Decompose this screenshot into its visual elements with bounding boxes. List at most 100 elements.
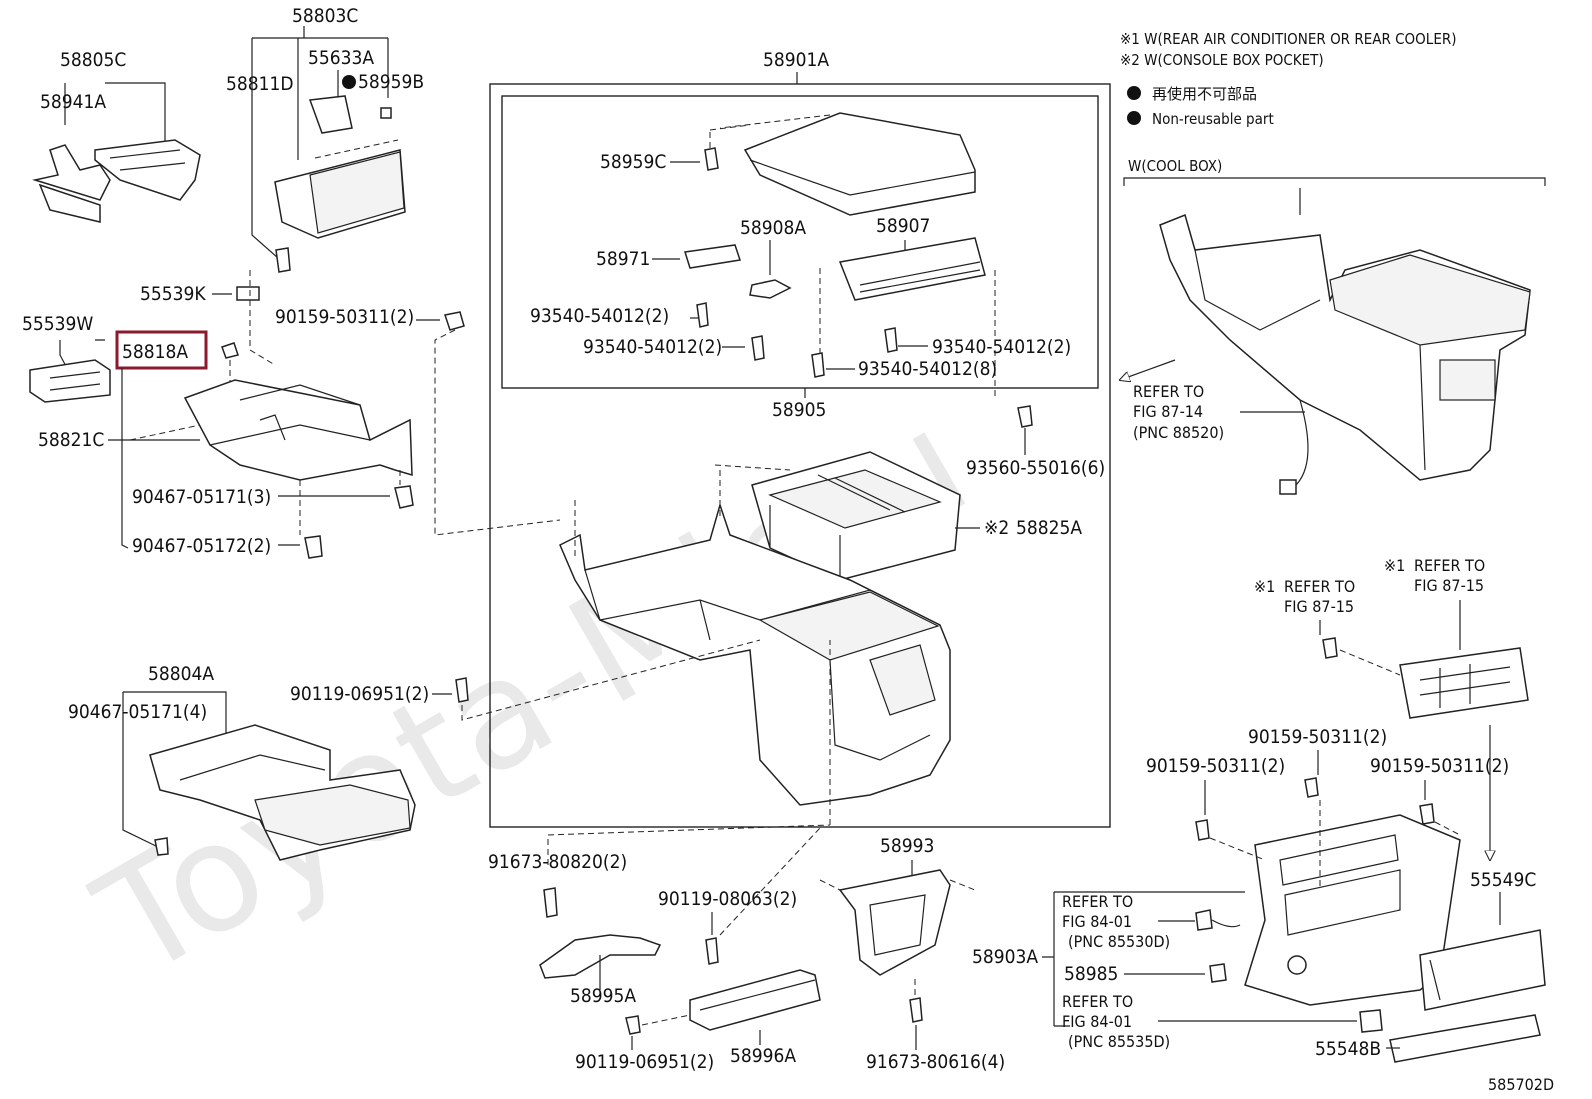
bolt-90119-06951-b-drawing <box>625 1015 641 1035</box>
pocket-55549C-drawing <box>1419 929 1546 1011</box>
bolt-90119-08063-drawing <box>705 937 719 965</box>
screw-93560-drawing <box>1017 405 1033 428</box>
ref-84-01b-line1: REFER TO <box>1062 992 1133 1011</box>
part-55539K: 55539K <box>140 283 206 305</box>
part-90159-50311-c: 90159-50311(2) <box>1146 755 1285 777</box>
part-90467-05171-3: 90467-05171(3) <box>132 486 271 508</box>
bracket-58996A-drawing <box>689 969 821 1031</box>
part-90159-50311-a: 90159-50311(2) <box>275 306 414 328</box>
clip-55539K-drawing <box>236 286 260 301</box>
screw-90159-drawing <box>444 311 465 331</box>
cupholder-58803C-drawing <box>274 95 406 273</box>
part-58825A: 58825A <box>1016 517 1082 539</box>
screw-93540-8-drawing <box>811 352 825 378</box>
ref-84-01a-line1: REFER TO <box>1062 892 1133 911</box>
part-58804A: 58804A <box>148 663 214 685</box>
panel-58805C-drawing <box>94 139 201 201</box>
ref-87-15b-mark: ※1 <box>1384 556 1405 575</box>
screw-90159-d-drawing <box>1419 803 1435 825</box>
switch-55539W-drawing <box>29 359 111 403</box>
part-58821C: 58821C <box>38 429 104 451</box>
ref-84-01b-line2: FIG 84-01 <box>1062 1012 1132 1031</box>
note-console-pocket: ※2 W(CONSOLE BOX POCKET) <box>1120 51 1324 69</box>
part-93540-c: 93540-54012(2) <box>932 336 1071 358</box>
part-93560: 93560-55016(6) <box>966 457 1105 479</box>
hinge-58907-drawing <box>819 237 996 400</box>
part-58941A: 58941A <box>40 91 106 113</box>
part-58959B: 58959B <box>358 71 424 93</box>
part-55539W: 55539W <box>22 313 93 335</box>
ref-87-15b-line2: FIG 87-15 <box>1414 576 1484 595</box>
console-body-drawing <box>559 470 951 806</box>
socket-85535D-drawing <box>1359 1009 1383 1033</box>
part-93540-8: 93540-54012(8) <box>858 358 997 380</box>
ref-87-14-line2: FIG 87-14 <box>1133 402 1203 421</box>
lid-subassembly-frame-58905 <box>501 95 1099 389</box>
part-58971: 58971 <box>596 248 650 270</box>
bracket-58821C-drawing <box>183 379 413 481</box>
pocket-58825A-drawing <box>751 451 961 581</box>
part-93540-a: 93540-54012(2) <box>530 305 669 327</box>
cool-box-label: W(COOL BOX) <box>1128 157 1222 175</box>
screw-90119-06951-a-drawing <box>455 677 469 703</box>
ref-84-01a-line3: (PNC 85530D) <box>1068 932 1170 951</box>
part-55548B: 55548B <box>1315 1038 1381 1060</box>
part-90467-05172-2: 90467-05172(2) <box>132 535 271 557</box>
clip-58985-drawing <box>1209 963 1227 983</box>
legend-jp: 再使用不可部品 <box>1152 85 1257 103</box>
part-90119-08063: 90119-08063(2) <box>658 888 797 910</box>
legend-en: Non-reusable part <box>1152 110 1274 128</box>
part-90467-05171-4: 90467-05171(4) <box>68 701 207 723</box>
non-reusable-dot-icon <box>342 75 356 89</box>
screw-93540-c-drawing <box>884 327 898 353</box>
ref-84-01b-line3: (PNC 85535D) <box>1068 1032 1170 1051</box>
screw-93540-b-drawing <box>751 335 765 361</box>
tray-58941A-drawing <box>32 144 111 223</box>
non-reusable-dot-icon <box>1127 86 1141 100</box>
part-90159-50311-b: 90159-50311(2) <box>1248 726 1387 748</box>
cool-box-console-drawing <box>1159 188 1531 495</box>
ref-87-14-line1: REFER TO <box>1133 382 1204 401</box>
part-58995A: 58995A <box>570 985 636 1007</box>
ref-87-14-line3: (PNC 88520) <box>1133 423 1224 442</box>
part-58818A: 58818A <box>122 341 188 363</box>
part-58908A: 58908A <box>740 217 806 239</box>
ref-87-15a-mark: ※1 <box>1254 577 1275 596</box>
clip-90467-05172-drawing <box>304 535 323 559</box>
part-90159-50311-d: 90159-50311(2) <box>1370 755 1509 777</box>
part-58907: 58907 <box>876 215 930 237</box>
rear-panel-58903A-drawing <box>1209 800 1461 1006</box>
part-58903A: 58903A <box>972 946 1038 968</box>
part-91673-80820: 91673-80820(2) <box>488 851 627 873</box>
latch-58971-drawing <box>684 244 741 269</box>
part-55549C: 55549C <box>1470 869 1536 891</box>
screw-90159-c-drawing <box>1195 819 1210 841</box>
assembly-frame-58901A <box>489 83 1111 828</box>
ref-84-01a-line2: FIG 84-01 <box>1062 912 1132 931</box>
part-93540-b: 93540-54012(2) <box>583 336 722 358</box>
bracket-58993-drawing <box>819 869 976 976</box>
part-58901A: 58901A <box>763 49 829 71</box>
part-90119-06951-b: 90119-06951(2) <box>575 1051 714 1073</box>
part-58803C: 58803C <box>292 5 358 27</box>
part-55633A: 55633A <box>308 47 374 69</box>
clip-90467-05171-drawing <box>394 485 414 509</box>
part-58811D: 58811D <box>226 73 294 95</box>
clip-58959C-drawing <box>704 147 719 171</box>
part-58993: 58993 <box>880 835 934 857</box>
part-58805C: 58805C <box>60 49 126 71</box>
diagram-id: 585702D <box>1488 1075 1554 1094</box>
part-58959C: 58959C <box>600 151 666 173</box>
part-58825A-mark: ※2 <box>984 517 1009 539</box>
screw-93540-a-drawing <box>696 302 709 328</box>
armrest-lid-drawing <box>709 112 976 216</box>
latch-58908A-drawing <box>749 279 792 299</box>
part-58905: 58905 <box>772 399 826 421</box>
bolt-91673-80820-drawing <box>543 887 558 918</box>
highlight-box-58818A <box>115 330 208 370</box>
part-90119-06951-a: 90119-06951(2) <box>290 683 429 705</box>
cover-58818A-drawing <box>221 342 239 359</box>
ref-87-15a-line1: REFER TO <box>1284 577 1355 596</box>
